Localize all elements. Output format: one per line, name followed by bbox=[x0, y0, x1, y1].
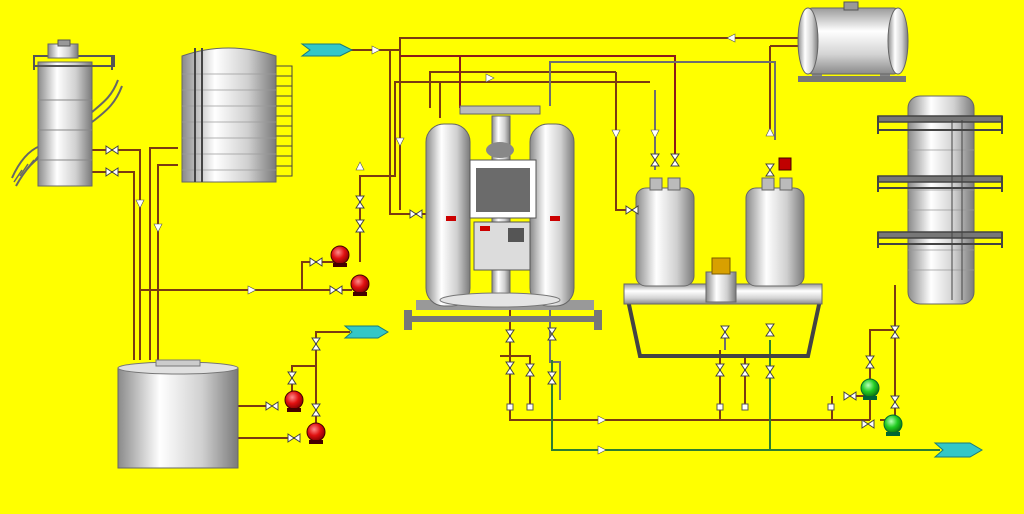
twin-filter-housings[interactable] bbox=[623, 157, 823, 358]
valve-icon[interactable] bbox=[329, 285, 343, 295]
pump-1[interactable] bbox=[330, 245, 350, 267]
horizontal-tank[interactable] bbox=[797, 1, 909, 82]
valve-icon[interactable] bbox=[287, 371, 297, 385]
valve-icon[interactable] bbox=[650, 153, 660, 167]
receiver-tank[interactable] bbox=[117, 359, 239, 469]
product-outlet-arrow[interactable] bbox=[933, 442, 983, 458]
vertical-storage-tank[interactable] bbox=[181, 47, 293, 183]
distillation-column[interactable] bbox=[11, 39, 123, 187]
valve-icon[interactable] bbox=[505, 361, 515, 375]
valve-icon[interactable] bbox=[287, 433, 301, 443]
drain-points bbox=[506, 403, 835, 411]
pump-5[interactable] bbox=[860, 378, 880, 400]
valves bbox=[105, 145, 900, 443]
valve-icon[interactable] bbox=[765, 365, 775, 379]
pump-6[interactable] bbox=[883, 414, 903, 436]
valve-icon[interactable] bbox=[861, 419, 875, 429]
valve-icon[interactable] bbox=[525, 363, 535, 377]
valve-icon[interactable] bbox=[355, 195, 365, 209]
valve-icon[interactable] bbox=[265, 401, 279, 411]
valve-icon[interactable] bbox=[765, 323, 775, 337]
flow-arrows bbox=[135, 33, 775, 455]
connector-arrows bbox=[300, 43, 983, 458]
valve-icon[interactable] bbox=[715, 363, 725, 377]
pumps bbox=[284, 245, 903, 444]
twin-tower-dryer[interactable] bbox=[404, 105, 602, 330]
valve-icon[interactable] bbox=[670, 153, 680, 167]
valve-icon[interactable] bbox=[311, 403, 321, 417]
valve-icon[interactable] bbox=[505, 329, 515, 343]
outlet-connector-arrow[interactable] bbox=[343, 325, 389, 339]
valve-icon[interactable] bbox=[625, 205, 639, 215]
valve-icon[interactable] bbox=[547, 327, 557, 341]
valve-icon[interactable] bbox=[843, 391, 857, 401]
pump-4[interactable] bbox=[306, 422, 326, 444]
valve-icon[interactable] bbox=[105, 145, 119, 155]
valve-icon[interactable] bbox=[547, 371, 557, 385]
column-with-platforms[interactable] bbox=[877, 95, 1003, 305]
pump-2[interactable] bbox=[350, 274, 370, 296]
valve-icon[interactable] bbox=[890, 395, 900, 409]
valve-icon[interactable] bbox=[720, 325, 730, 339]
valve-icon[interactable] bbox=[865, 355, 875, 369]
valve-icon[interactable] bbox=[740, 363, 750, 377]
valve-icon[interactable] bbox=[105, 167, 119, 177]
valve-icon[interactable] bbox=[311, 337, 321, 351]
pump-3[interactable] bbox=[284, 390, 304, 412]
valve-icon[interactable] bbox=[309, 257, 323, 267]
valve-icon[interactable] bbox=[409, 209, 423, 219]
valve-icon[interactable] bbox=[765, 163, 775, 177]
inlet-connector-arrow[interactable] bbox=[300, 43, 354, 57]
valve-icon[interactable] bbox=[355, 219, 365, 233]
valve-icon[interactable] bbox=[890, 325, 900, 339]
